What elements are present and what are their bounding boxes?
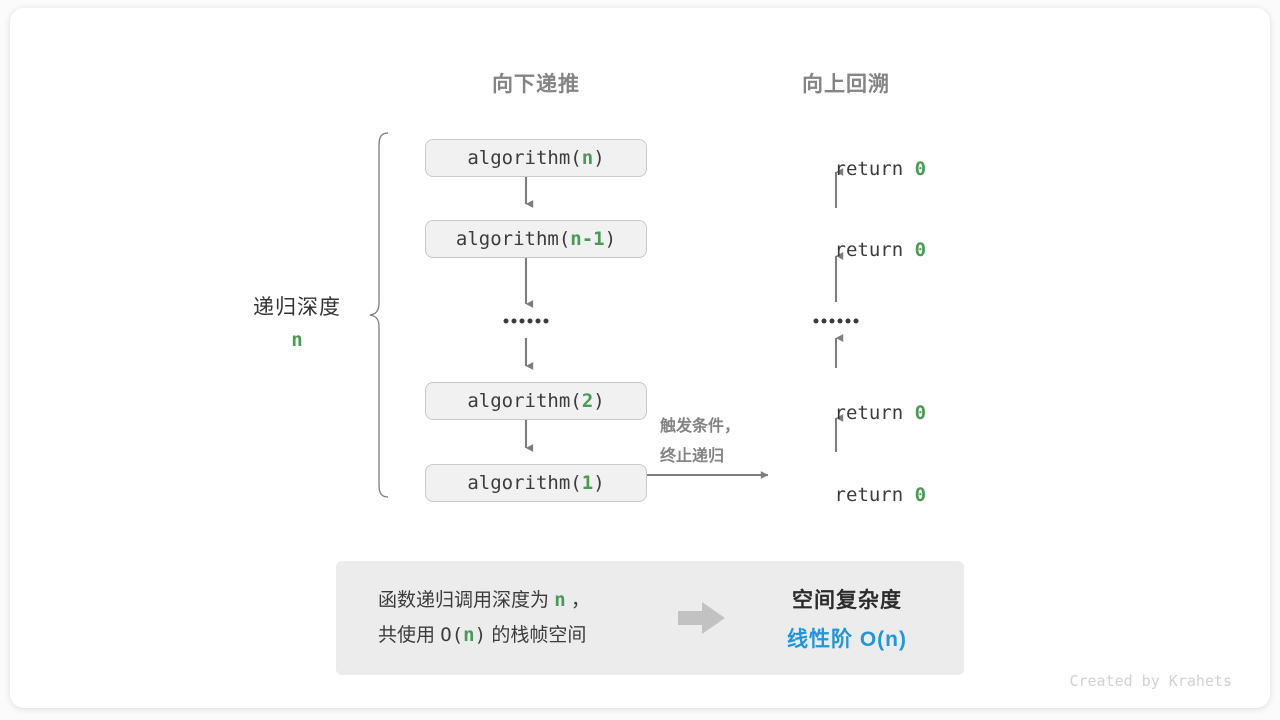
trigger-condition-note: 触发条件， 终止递归 — [660, 412, 740, 472]
call-box-paren: ) — [604, 228, 617, 250]
return-value: 0 — [914, 484, 927, 506]
return-value: 0 — [914, 158, 927, 180]
call-box-paren: ) — [593, 390, 605, 412]
summary-line2-paren: ) — [474, 624, 487, 646]
call-box-arg: 2 — [581, 390, 594, 412]
call-box[interactable]: algorithm(n) — [425, 139, 647, 177]
diagram-card: 向下递推 向上回溯 递归深度 n algorithm(n) algorithm(… — [10, 8, 1270, 708]
call-box-name: algorithm( — [467, 472, 582, 494]
call-box-name: algorithm( — [455, 228, 571, 250]
return-keyword: return — [834, 484, 915, 506]
recursion-depth-text: 递归深度 — [253, 296, 341, 319]
call-box-paren: ) — [593, 472, 605, 494]
return-statement: return 0 — [766, 385, 927, 442]
watermark-credit: Created by Krahets — [1069, 672, 1232, 690]
summary-line-2: 共使用 O(n) 的栈帧空间 — [378, 618, 668, 653]
call-box[interactable]: algorithm(2) — [425, 382, 647, 420]
column-header-upward: 向上回溯 — [802, 73, 890, 96]
complexity-title: 空间复杂度 — [792, 588, 902, 612]
right-block-arrow-icon — [674, 601, 730, 635]
return-statement: return 0 — [766, 141, 927, 198]
ellipsis-dots-left — [503, 318, 549, 324]
return-value: 0 — [914, 239, 927, 261]
recursion-depth-brace — [369, 132, 389, 498]
return-statement: return 0 — [766, 467, 927, 524]
return-statement: return 0 — [766, 222, 927, 279]
column-header-downward: 向下递推 — [492, 73, 580, 96]
summary-line1-prefix: 函数递归调用深度为 — [378, 590, 555, 611]
call-box[interactable]: algorithm(n-1) — [425, 220, 647, 258]
summary-line1-variable: n — [554, 589, 566, 611]
return-value: 0 — [914, 402, 927, 424]
return-keyword: return — [834, 402, 915, 424]
call-box-arg: n-1 — [570, 228, 605, 250]
call-box-paren: ) — [593, 147, 605, 169]
call-box-name: algorithm( — [467, 390, 582, 412]
call-box-arg: n — [581, 147, 594, 169]
trigger-condition-line1: 触发条件， — [660, 418, 741, 435]
summary-line2-suffix: 的栈帧空间 — [486, 625, 587, 646]
summary-description: 函数递归调用深度为 n ， 共使用 O(n) 的栈帧空间 — [378, 583, 668, 653]
recursion-depth-value: n — [291, 329, 303, 351]
return-keyword: return — [834, 239, 915, 261]
call-box-arg: 1 — [581, 472, 594, 494]
summary-panel: 函数递归调用深度为 n ， 共使用 O(n) 的栈帧空间 空间复杂度 线性阶 O… — [336, 561, 964, 675]
call-box-name: algorithm( — [467, 147, 582, 169]
call-box[interactable]: algorithm(1) — [425, 464, 647, 502]
summary-line1-suffix: ， — [565, 590, 591, 611]
complexity-value: 线性阶 O(n) — [787, 627, 907, 651]
summary-line2-prefix: 共使用 — [378, 625, 441, 646]
summary-line2-bigo: O( — [440, 624, 464, 646]
summary-line2-variable: n — [463, 624, 475, 646]
summary-line-1: 函数递归调用深度为 n ， — [378, 583, 668, 618]
complexity-result: 空间复杂度 线性阶 O(n) — [752, 584, 942, 653]
ellipsis-dots-right — [813, 318, 859, 324]
trigger-condition-line2: 终止递归 — [660, 448, 725, 465]
return-keyword: return — [834, 158, 915, 180]
recursion-depth-label: 递归深度 n — [253, 291, 341, 351]
